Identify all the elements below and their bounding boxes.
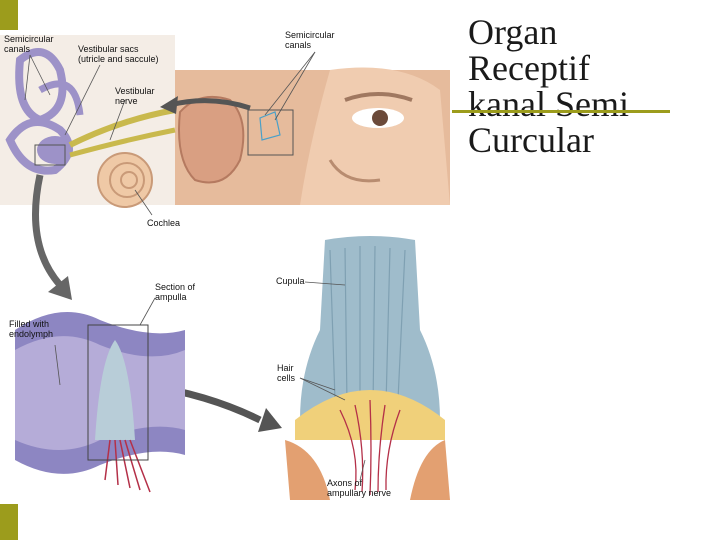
accent-bar-top [0, 0, 18, 30]
title-line-1: Organ [468, 12, 558, 52]
accent-bar-bottom [0, 504, 18, 540]
leader-lines-bottom [54, 281, 366, 481]
title-line-2: Receptif [468, 48, 590, 88]
slide-title: Organ Receptif kanal Semi Curcular [468, 14, 708, 158]
label-semicircular-canals-right: Semicircular canals [285, 30, 337, 50]
label-section-of-ampulla: Section of ampulla [155, 282, 198, 302]
label-cupula: Cupula [276, 276, 305, 286]
face-illustration [170, 67, 450, 205]
label-cochlea: Cochlea [147, 218, 180, 228]
cochlea-shape [97, 152, 153, 208]
label-vestibular-sacs: Vestibular sacs (utricle and saccule) [78, 44, 159, 64]
arrow-face-to-ear [160, 96, 251, 114]
arrow-ear-to-ampulla [32, 174, 72, 300]
ampulla-section [15, 312, 185, 493]
ampullary-nerve-fibers [339, 399, 401, 496]
title-line-4: Curcular [468, 120, 594, 160]
label-semicircular-canals-left: Semicircular canals [4, 34, 56, 54]
cupula-detail [285, 236, 450, 500]
title-underline [452, 110, 670, 113]
label-hair-cells: Hair cells [277, 363, 296, 383]
label-filled-with-endolymph: Filled with endolymph [9, 319, 53, 339]
title-line-3: kanal Semi [468, 84, 629, 124]
label-axons-of-ampullary-nerve: Axons of ampullary nerve [327, 478, 391, 498]
label-vestibular-nerve: Vestibular nerve [115, 86, 157, 106]
leader-lines-top [24, 51, 316, 216]
